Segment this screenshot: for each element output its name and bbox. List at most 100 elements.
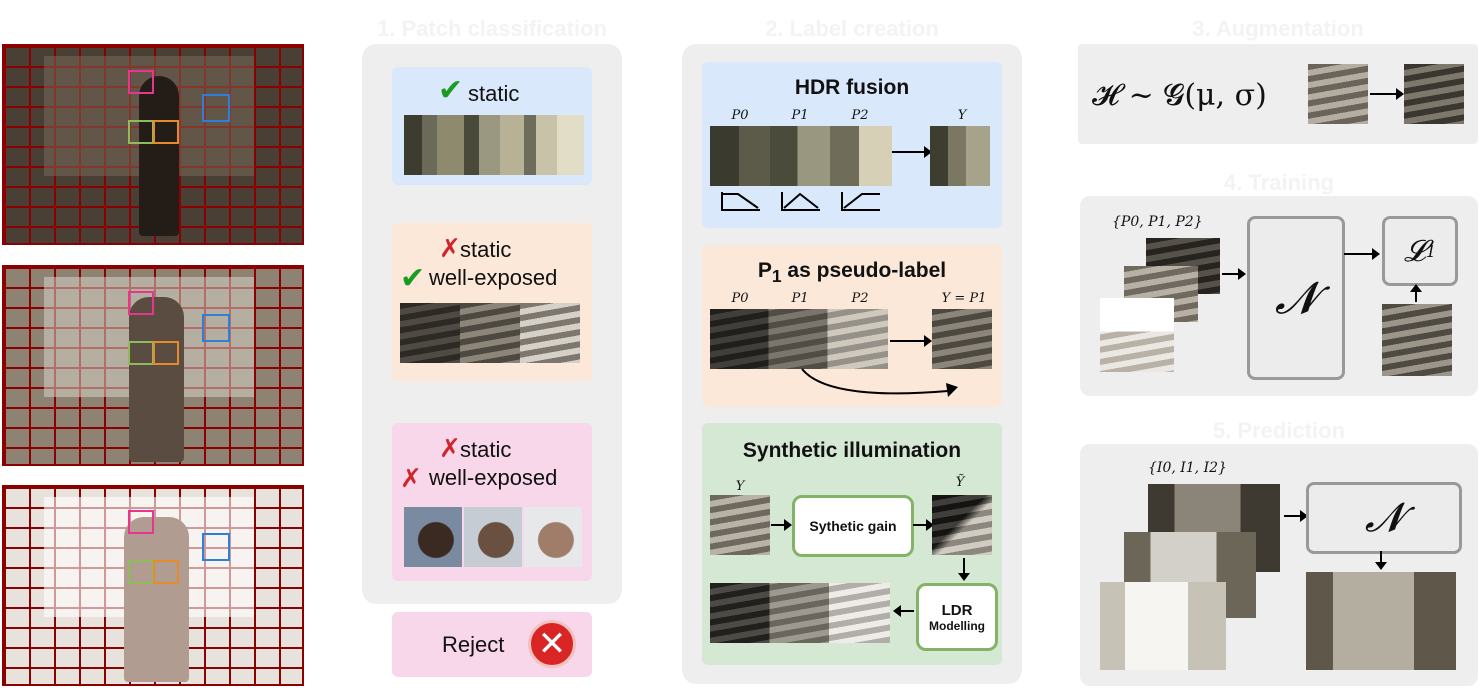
p2-label: P2	[851, 108, 869, 123]
pseudo-output-patch	[932, 309, 992, 369]
static-patch-2	[464, 115, 524, 175]
prediction-output-image	[1306, 572, 1456, 670]
p0-label: P0	[731, 291, 749, 306]
ldr-output-stack	[710, 583, 890, 643]
pink-patch-marker	[128, 70, 154, 94]
pseudo-label-card: P1 as pseudo-label P0 P1 P2 Y = P1	[702, 245, 1002, 407]
modelling-label: Modelling	[929, 618, 985, 633]
prediction-in-arrow	[1284, 510, 1308, 522]
rejected-card: ✗ static ✗ well-exposed	[392, 423, 592, 581]
section-title-label-creation: 2. Label creation	[765, 16, 939, 41]
cross-icon: ✗	[439, 433, 461, 463]
p2-label: P2	[851, 291, 869, 306]
orange-patch-marker	[153, 120, 179, 144]
hdr-fusion-card: HDR fusion P0 P1 P2 Y	[702, 62, 1002, 228]
y-equals-p1-label: Y = P1	[941, 291, 987, 306]
well-exposed-card: ✗ static ✔ well-exposed	[392, 223, 592, 381]
training-inputs-label: {P0, P1, P2}	[1112, 214, 1203, 230]
section-title-augmentation: 3. Augmentation	[1192, 16, 1364, 41]
orange-patch-marker	[153, 560, 179, 584]
synthetic-illumination-title: Synthetic illumination	[742, 439, 962, 462]
synthetic-input-patch	[710, 495, 770, 555]
pseudo-title-sub: 1	[771, 266, 782, 287]
cross-icon: ✗	[400, 463, 422, 493]
pseudo-label-title: P1 as pseudo-label	[702, 259, 1002, 287]
orange-patch-marker	[153, 341, 179, 365]
pseudo-title-rest: as pseudo-label	[781, 259, 947, 282]
section-title-training: 4. Training	[1223, 170, 1335, 195]
person-silhouette	[124, 517, 189, 682]
blue-patch-marker	[202, 94, 230, 122]
prediction-network-node: 𝓝	[1306, 482, 1462, 554]
striped-patch-2	[460, 303, 520, 363]
pseudo-arrow	[890, 335, 932, 347]
hdr-arrow	[892, 146, 932, 158]
p1-label: P1	[791, 291, 809, 306]
well-exposed-label: well-exposed	[429, 265, 558, 290]
p1-label: P1	[791, 108, 809, 123]
pseudo-input-stack	[710, 309, 888, 369]
face-patch-2	[464, 507, 522, 567]
weighting-curve-icons	[721, 192, 880, 211]
loss-symbol: 𝓛	[1404, 233, 1426, 269]
section-title-patch-classification: 1. Patch classification	[377, 16, 607, 41]
ldr-modelling-box: LDR Modelling	[916, 583, 998, 651]
static-patch-1	[404, 115, 464, 175]
prediction-input-bright	[1100, 582, 1226, 670]
augmentation-arrow	[1370, 88, 1404, 100]
bright-exposure-image	[2, 485, 304, 686]
blue-patch-marker	[202, 314, 230, 342]
training-in-arrow	[1222, 268, 1246, 280]
green-patch-marker	[128, 120, 154, 144]
blue-patch-marker	[202, 533, 230, 561]
static-label: static	[460, 437, 512, 462]
static-card: ✔ static	[392, 67, 592, 185]
reject-icon: ✕	[528, 620, 576, 668]
prediction-inputs-label: {I0, I1, I2}	[1148, 460, 1227, 476]
down-arrow	[958, 558, 970, 581]
well-exposed-label: well-exposed	[429, 465, 558, 490]
augmentation-output-patch	[1404, 64, 1464, 124]
reject-label: Reject	[442, 632, 505, 657]
green-patch-marker	[128, 341, 154, 365]
striped-patch-1	[400, 303, 460, 363]
hdr-output-patch	[930, 126, 990, 186]
pink-patch-marker	[128, 510, 154, 534]
synthetic-gain-output-patch	[932, 495, 992, 555]
y-label: Y	[957, 108, 967, 123]
p0-label: P0	[731, 108, 749, 123]
target-to-loss-arrow	[1410, 284, 1422, 302]
to-gain-arrow	[771, 519, 792, 531]
from-gain-arrow	[913, 519, 934, 531]
pink-patch-marker	[128, 291, 154, 315]
y-tilde-label: Ỹ	[955, 475, 965, 490]
static-label: static	[468, 81, 520, 106]
synthetic-illumination-card: Synthetic illumination Y Ỹ Sythetic gain…	[702, 423, 1002, 665]
check-icon: ✔	[400, 262, 426, 295]
face-patch-3	[524, 507, 582, 567]
green-patch-marker	[128, 560, 154, 584]
pseudo-title-p: P	[757, 259, 772, 282]
augmentation-input-patch	[1308, 64, 1368, 124]
hdr-input-stack	[710, 126, 892, 186]
ldr-label: LDR	[941, 601, 973, 619]
cross-icon: ✗	[439, 233, 461, 263]
hdr-fusion-title: HDR fusion	[794, 76, 910, 99]
augmentation-formula: 𝓗 ~ 𝓖(μ, σ)	[1092, 78, 1267, 113]
training-input-stack-front	[1100, 298, 1174, 372]
check-icon: ✔	[438, 74, 464, 107]
training-out-arrow	[1344, 248, 1380, 260]
from-ldr-arrow	[893, 605, 914, 617]
static-label: static	[460, 237, 512, 262]
loss-subscript: 1	[1425, 241, 1436, 261]
pseudo-curve-arrow	[801, 368, 958, 397]
reject-box: Reject ✕	[392, 612, 592, 677]
training-target-patch	[1382, 304, 1452, 376]
face-patch-1	[404, 507, 462, 567]
prediction-out-arrow	[1375, 551, 1387, 570]
static-patch-3	[524, 115, 584, 175]
synthetic-gain-box: Sythetic gain	[792, 495, 914, 557]
y-label: Y	[735, 479, 745, 494]
training-network-node: 𝓝	[1247, 216, 1345, 380]
